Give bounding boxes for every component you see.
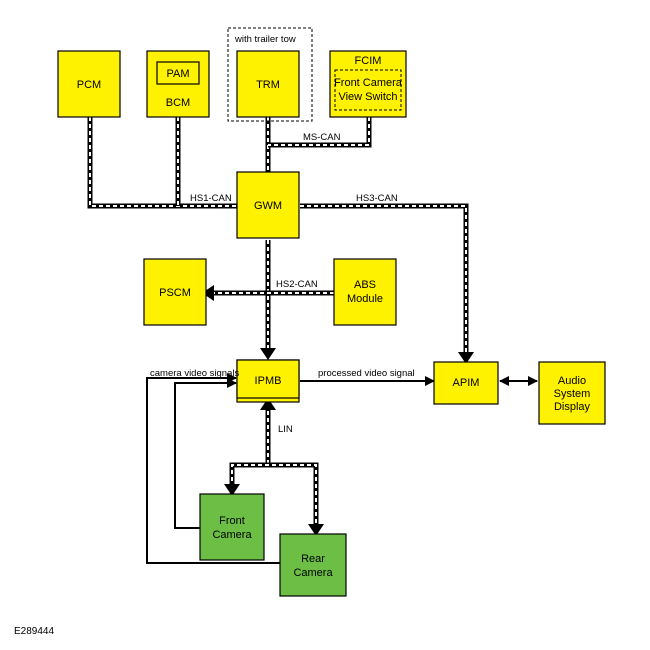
svg-text:View Switch: View Switch	[338, 91, 397, 103]
pcm-module: PCM	[57, 50, 121, 118]
svg-text:Camera: Camera	[293, 567, 333, 579]
svg-text:ABS: ABS	[354, 279, 376, 291]
svg-text:BCM: BCM	[166, 97, 190, 109]
hs1-can-bus	[87, 117, 237, 209]
svg-text:Front: Front	[219, 515, 245, 527]
lin-bus	[224, 398, 324, 536]
front-camera-module: Front Camera	[199, 493, 265, 561]
ms-can-label: MS-CAN	[303, 132, 341, 143]
svg-text:System: System	[554, 388, 591, 400]
hs2-can-bus	[202, 285, 334, 301]
hs2-can-label: HS2-CAN	[276, 279, 318, 290]
svg-text:Module: Module	[347, 293, 383, 305]
svg-text:Front Camera: Front Camera	[334, 77, 403, 89]
ms-can-bus	[265, 117, 372, 172]
trailer-tow-frame	[227, 27, 313, 122]
apim-module: APIM	[433, 361, 499, 405]
lin-label: LIN	[278, 424, 293, 435]
gwm-module: GWM	[236, 171, 300, 239]
camera-video-signals-label: camera video signals	[150, 368, 239, 379]
hs3-can-bus	[300, 203, 474, 364]
bcm-module: PAM BCM	[146, 50, 210, 118]
svg-text:Audio: Audio	[558, 375, 586, 387]
svg-text:PCM: PCM	[77, 79, 101, 91]
audio-system-display-module: Audio System Display	[538, 361, 606, 425]
trailer-tow-label: with trailer tow	[234, 34, 296, 45]
ipmb-module: IPMB	[236, 359, 300, 403]
svg-text:APIM: APIM	[453, 377, 480, 389]
front-camera-view-switch	[334, 69, 402, 111]
svg-text:Rear: Rear	[301, 553, 325, 565]
svg-text:FCIM: FCIM	[355, 55, 382, 67]
pscm-module: PSCM	[143, 258, 207, 326]
processed-video-signal-label: processed video signal	[318, 368, 415, 379]
svg-text:TRM: TRM	[256, 79, 280, 91]
figure-id: E289444	[14, 626, 55, 637]
svg-text:PSCM: PSCM	[159, 287, 191, 299]
hs3-can-label: HS3-CAN	[356, 193, 398, 204]
fcim-module: FCIM Front Camera View Switch	[329, 50, 407, 118]
svg-text:PAM: PAM	[166, 68, 189, 80]
svg-text:IPMB: IPMB	[255, 375, 282, 387]
gwm-ipmb-bus	[260, 240, 276, 360]
rear-camera-module: Rear Camera	[279, 533, 347, 597]
abs-module: ABS Module	[333, 258, 397, 326]
hs1-can-label: HS1-CAN	[190, 193, 232, 204]
camera-video-wires	[146, 373, 280, 564]
svg-text:Display: Display	[554, 401, 591, 413]
pam-module	[156, 61, 200, 85]
trm-module: TRM	[236, 50, 300, 118]
svg-text:GWM: GWM	[254, 200, 282, 212]
svg-text:Camera: Camera	[212, 529, 252, 541]
